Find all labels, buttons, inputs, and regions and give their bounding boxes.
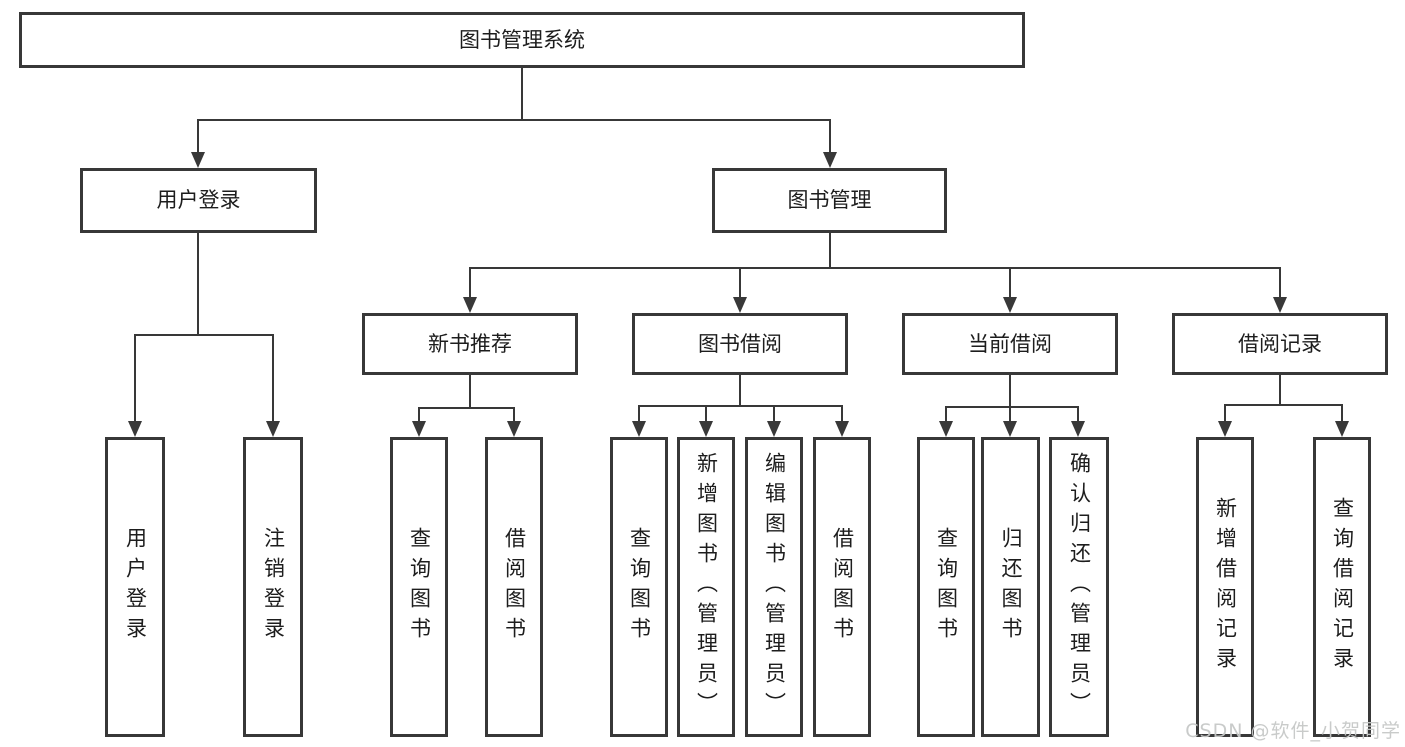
- node-book-management: 图书管理: [712, 168, 947, 233]
- connector-vline: [1009, 406, 1011, 422]
- connector-vline: [739, 375, 741, 406]
- connector-vline: [1009, 267, 1011, 298]
- connector-vline: [272, 334, 274, 422]
- csdn-watermark: CSDN @软件_小贺同学: [1185, 720, 1401, 742]
- arrowhead-down-icon: [1218, 421, 1232, 437]
- connector-vline: [1279, 375, 1281, 405]
- arrowhead-down-icon: [463, 297, 477, 313]
- leaf-query-books: 查询图书: [610, 437, 668, 737]
- arrowhead-down-icon: [128, 421, 142, 437]
- connector-hline: [418, 407, 515, 409]
- connector-vline: [1341, 404, 1343, 422]
- connector-vline: [521, 68, 523, 120]
- leaf-add-borrow-record: 新增借阅记录: [1196, 437, 1254, 737]
- arrowhead-down-icon: [1335, 421, 1349, 437]
- arrowhead-down-icon: [412, 421, 426, 437]
- leaf-borrow-books: 借阅图书: [485, 437, 543, 737]
- connector-vline: [841, 405, 843, 422]
- node-current-borrow: 当前借阅: [902, 313, 1118, 375]
- leaf-user-login: 用户登录: [105, 437, 165, 737]
- arrowhead-down-icon: [1273, 297, 1287, 313]
- connector-vline: [773, 405, 775, 422]
- leaf-query-books: 查询图书: [390, 437, 448, 737]
- connector-vline: [1009, 375, 1011, 407]
- leaf-confirm-return-admin: 确认归还（管理员）: [1049, 437, 1109, 737]
- leaf-borrow-books: 借阅图书: [813, 437, 871, 737]
- connector-hline: [469, 267, 1281, 269]
- leaf-add-book-admin: 新增图书（管理员）: [677, 437, 735, 737]
- arrowhead-down-icon: [835, 421, 849, 437]
- connector-vline: [705, 405, 707, 422]
- arrowhead-down-icon: [767, 421, 781, 437]
- connector-vline: [197, 233, 199, 335]
- leaf-return-books: 归还图书: [981, 437, 1040, 737]
- leaf-logout: 注销登录: [243, 437, 303, 737]
- connector-vline: [829, 233, 831, 268]
- connector-hline: [638, 405, 843, 407]
- node-library-management-system: 图书管理系统: [19, 12, 1025, 68]
- arrowhead-down-icon: [507, 421, 521, 437]
- connector-hline: [197, 119, 831, 121]
- connector-vline: [513, 407, 515, 423]
- connector-hline: [1224, 404, 1343, 406]
- arrowhead-down-icon: [1003, 421, 1017, 437]
- connector-vline: [1224, 404, 1226, 422]
- leaf-edit-book-admin: 编辑图书（管理员）: [745, 437, 803, 737]
- node-new-book-recommend: 新书推荐: [362, 313, 578, 375]
- connector-vline: [134, 334, 136, 422]
- leaf-query-borrow-record: 查询借阅记录: [1313, 437, 1371, 737]
- arrowhead-down-icon: [1071, 421, 1085, 437]
- connector-vline: [1279, 267, 1281, 298]
- connector-vline: [1077, 406, 1079, 422]
- leaf-query-books: 查询图书: [917, 437, 975, 737]
- arrowhead-down-icon: [823, 152, 837, 168]
- arrowhead-down-icon: [939, 421, 953, 437]
- arrowhead-down-icon: [1003, 297, 1017, 313]
- arrowhead-down-icon: [191, 152, 205, 168]
- connector-vline: [469, 375, 471, 408]
- arrowhead-down-icon: [733, 297, 747, 313]
- connector-hline: [945, 406, 1079, 408]
- node-borrow-records: 借阅记录: [1172, 313, 1388, 375]
- arrowhead-down-icon: [632, 421, 646, 437]
- connector-vline: [739, 267, 741, 298]
- connector-vline: [197, 119, 199, 153]
- connector-vline: [469, 267, 471, 298]
- arrowhead-down-icon: [699, 421, 713, 437]
- connector-vline: [829, 119, 831, 153]
- node-user-login: 用户登录: [80, 168, 317, 233]
- connector-vline: [638, 405, 640, 422]
- connector-vline: [418, 407, 420, 423]
- node-book-borrow: 图书借阅: [632, 313, 848, 375]
- connector-hline: [134, 334, 274, 336]
- arrowhead-down-icon: [266, 421, 280, 437]
- connector-vline: [945, 406, 947, 422]
